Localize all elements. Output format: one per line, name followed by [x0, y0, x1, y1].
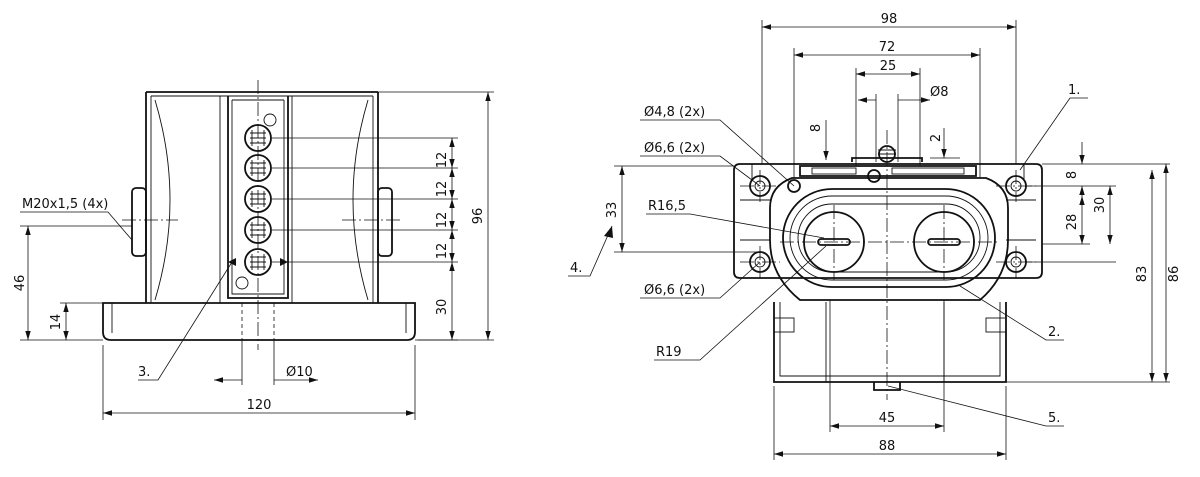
- dia-10: Ø10: [286, 365, 313, 380]
- dim-45: 45: [879, 411, 896, 426]
- dim-8-top: 8: [809, 124, 824, 132]
- label-3: 3.: [138, 365, 150, 380]
- dia-6-6-bottom: Ø6,6 (2x): [644, 283, 705, 298]
- dim-46: 46: [13, 275, 28, 292]
- label-4: 4.: [570, 261, 582, 276]
- dim-12-c: 12: [435, 212, 450, 229]
- dim-30-left: 30: [435, 299, 450, 316]
- r-16-5: R16,5: [648, 199, 686, 214]
- dim-86: 86: [1167, 266, 1182, 283]
- dim-8-right: 8: [1065, 171, 1080, 179]
- label-1: 1.: [1068, 83, 1080, 98]
- dim-33: 33: [605, 202, 620, 219]
- dim-72: 72: [879, 40, 896, 55]
- dim-98: 98: [881, 12, 898, 27]
- dia-4-8: Ø4,8 (2x): [644, 105, 705, 120]
- dia-6-6-top: Ø6,6 (2x): [644, 141, 705, 156]
- dia-8: Ø8: [930, 85, 949, 100]
- dim-25: 25: [880, 59, 897, 74]
- dim-120: 120: [247, 398, 272, 413]
- dim-12-d: 12: [435, 243, 450, 260]
- dim-88: 88: [879, 439, 896, 454]
- dim-28: 28: [1065, 214, 1080, 231]
- thread-callout: M20x1,5 (4x): [22, 197, 108, 212]
- dim-83: 83: [1135, 266, 1150, 283]
- dim-12-b: 12: [435, 181, 450, 198]
- dim-14: 14: [49, 314, 64, 331]
- right-view: 98 72 25 Ø8 8 2 Ø4,8 (2x) Ø6,6 (2x) R16,…: [568, 12, 1182, 460]
- r-19: R19: [656, 345, 682, 360]
- left-view: 12 12 12 12 30 96 46 14 M20x1,5 (4x) 120…: [13, 80, 494, 420]
- label-2: 2.: [1048, 325, 1060, 340]
- dim-2: 2: [929, 134, 944, 142]
- dim-96: 96: [471, 208, 486, 225]
- dim-30-right: 30: [1093, 197, 1108, 214]
- dim-12-a: 12: [435, 152, 450, 169]
- label-5: 5.: [1048, 411, 1060, 426]
